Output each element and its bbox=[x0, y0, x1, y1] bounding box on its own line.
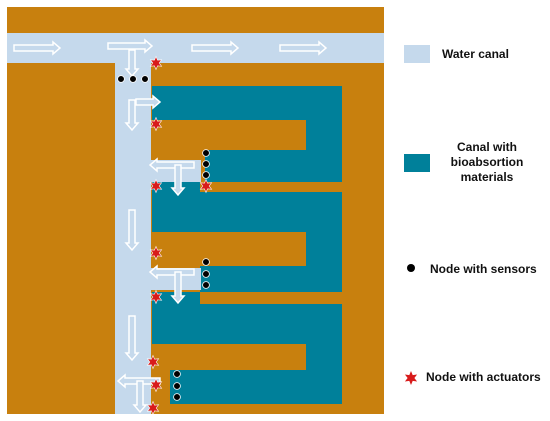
sensor-node bbox=[173, 393, 181, 401]
red-star-icon bbox=[404, 371, 418, 385]
sensor-node bbox=[202, 281, 210, 289]
arrow-down-6 bbox=[124, 315, 140, 362]
legend-bio-canal-line-1: Canal with bbox=[456, 140, 517, 154]
arrow-down-7 bbox=[132, 380, 148, 414]
sensor-node bbox=[141, 75, 149, 83]
bioabsorption-canal bbox=[152, 86, 342, 404]
actuator-node bbox=[149, 289, 163, 305]
canal-nodes bbox=[117, 55, 213, 416]
legend-sensor-label: Node with sensors bbox=[430, 262, 537, 276]
actuator-node bbox=[199, 178, 213, 194]
bio-canal-segment-11 bbox=[170, 370, 306, 404]
bio-canal-segment-5 bbox=[152, 192, 342, 232]
bio-canal-segment-7 bbox=[200, 266, 306, 292]
actuator-node bbox=[146, 354, 160, 370]
sensor-node bbox=[202, 160, 210, 168]
arrow-down-4 bbox=[124, 209, 140, 252]
actuator-node bbox=[149, 377, 163, 393]
arrow-down-1 bbox=[124, 49, 140, 78]
arrow-left-2 bbox=[148, 264, 195, 280]
arrow-down-3 bbox=[170, 164, 186, 197]
actuator-node bbox=[149, 55, 163, 71]
actuator-node bbox=[149, 116, 163, 132]
arrow-down-2 bbox=[124, 99, 140, 132]
sensor-node bbox=[117, 75, 125, 83]
sensor-node bbox=[202, 270, 210, 278]
sensor-node bbox=[202, 258, 210, 266]
sensor-node bbox=[202, 171, 210, 179]
arrow-right-4 bbox=[279, 40, 328, 56]
bio-canal-segment-6 bbox=[306, 232, 342, 292]
sensor-node bbox=[173, 382, 181, 390]
legend-bio-canal-line-2: bioabsortion bbox=[450, 155, 524, 169]
bio-canal-segment-9 bbox=[152, 304, 342, 344]
arrow-right-3 bbox=[191, 40, 240, 56]
bio-canal-segment-1 bbox=[152, 86, 342, 120]
arrow-right-1 bbox=[13, 40, 62, 56]
actuator-node bbox=[149, 178, 163, 194]
bio-canal-segment-10 bbox=[306, 344, 342, 404]
black-dot-icon bbox=[407, 264, 415, 272]
flow-arrows bbox=[13, 38, 328, 414]
arrow-down-5 bbox=[170, 271, 186, 305]
arrow-left-1 bbox=[148, 157, 195, 173]
legend-actuator-swatch bbox=[404, 371, 418, 385]
bio-canal-segment-2 bbox=[306, 120, 342, 182]
bio-canal-segment-3 bbox=[205, 150, 306, 182]
legend-bio-canal-swatch bbox=[404, 154, 430, 172]
actuator-node bbox=[149, 245, 163, 261]
arrow-right-branch bbox=[135, 94, 162, 110]
legend-water-canal-swatch bbox=[404, 45, 430, 63]
legend-sensor-swatch bbox=[407, 264, 415, 272]
legend-water-canal-label: Water canal bbox=[442, 47, 509, 61]
legend-bio-canal-line-3: materials bbox=[460, 170, 514, 184]
sensor-node bbox=[129, 75, 137, 83]
arrow-right-2 bbox=[107, 38, 154, 54]
legend-actuator-label: Node with actuators bbox=[426, 370, 541, 384]
actuator-node bbox=[146, 400, 160, 416]
sensor-node bbox=[173, 370, 181, 378]
sensor-node bbox=[202, 149, 210, 157]
legend-bio-canal-label: Canal with bioabsortion materials bbox=[432, 140, 542, 185]
